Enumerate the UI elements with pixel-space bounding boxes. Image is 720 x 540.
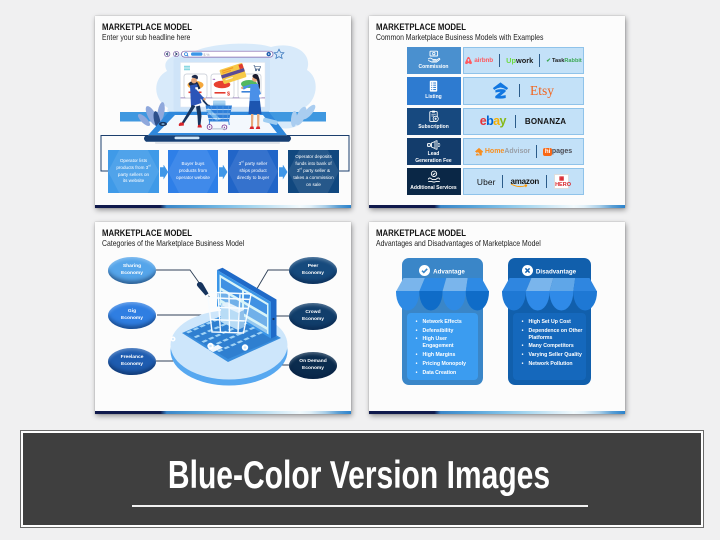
svg-text:$ %: $ % xyxy=(204,53,210,57)
svg-text:⇛: ⇛ xyxy=(213,78,217,82)
svg-text:$: $ xyxy=(227,92,230,98)
